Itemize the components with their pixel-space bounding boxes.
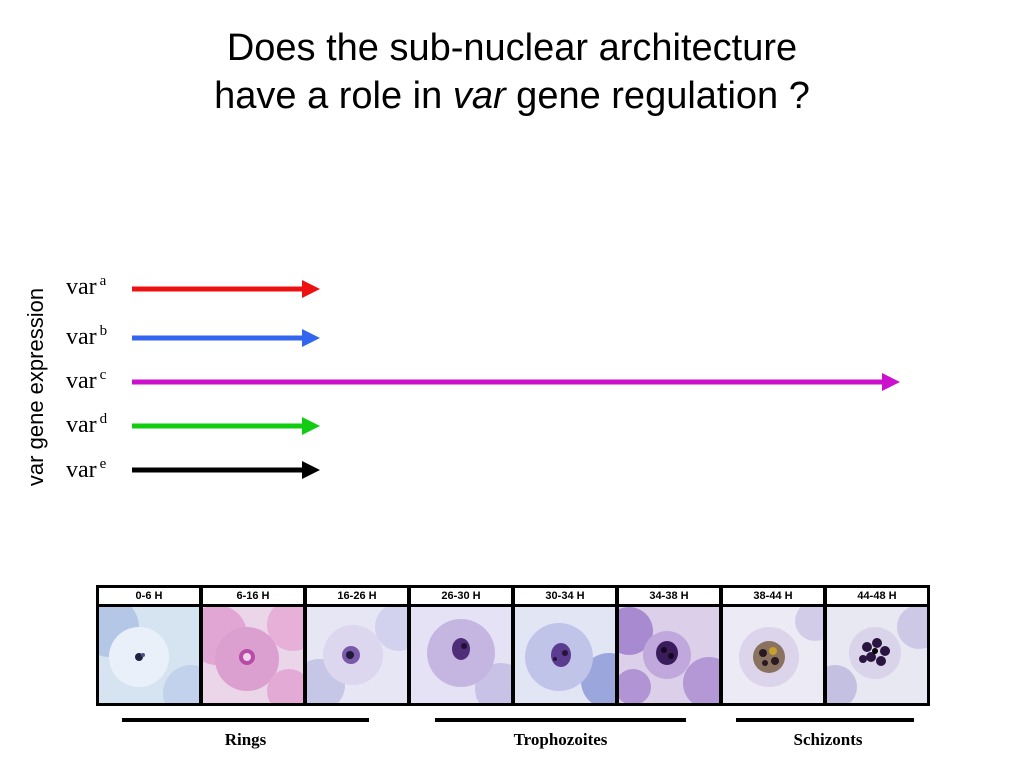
panel-26-30h-label: 26-30 H xyxy=(411,588,511,604)
var-label-d-sup: d xyxy=(99,411,108,427)
panel-6-16h: 6-16 H xyxy=(203,588,303,703)
panel-6-16h-label: 6-16 H xyxy=(203,588,303,604)
arrow-var-d-head xyxy=(302,417,320,435)
panel-26-30h: 26-30 H xyxy=(411,588,511,703)
panel-16-26h-label: 16-26 H xyxy=(307,588,407,604)
panel-38-44h: 38-44 H xyxy=(723,588,823,703)
micrograph-trophozoite-mid xyxy=(515,607,615,703)
arrow-var-e xyxy=(132,461,320,479)
panel-44-48h-label: 44-48 H xyxy=(827,588,927,604)
stage-bar-schizonts xyxy=(736,718,914,722)
arrow-var-e-head xyxy=(302,461,320,479)
var-label-d-name: var xyxy=(66,412,97,438)
stage-label-schizonts: Schizonts xyxy=(793,730,863,749)
arrow-var-d xyxy=(132,417,320,435)
panel-34-38h: 34-38 H xyxy=(619,588,719,703)
stage-label-trophozoites: Trophozoites xyxy=(513,730,608,749)
stage-bar-trophozoites xyxy=(435,718,686,722)
title-line-2-post: gene regulation ? xyxy=(505,75,810,117)
title-line-1: Does the sub-nuclear architecture xyxy=(226,27,798,69)
arrow-var-a-head xyxy=(302,280,320,298)
panel-16-26h: 16-26 H xyxy=(307,588,407,703)
title-line-2-pre: have a role in xyxy=(214,75,453,117)
arrow-var-c xyxy=(132,373,900,391)
micrograph-ring-early xyxy=(99,607,199,703)
panel-44-48h: 44-48 H xyxy=(827,588,927,703)
var-label-a-sup: a xyxy=(99,273,107,289)
title-line-2: have a role in var gene regulation ? xyxy=(0,72,1024,120)
var-label-b-sup: b xyxy=(99,323,108,339)
var-label-e-name: var xyxy=(66,457,97,483)
var-label-c-name: var xyxy=(66,368,97,394)
micrograph-ring-late xyxy=(307,607,407,703)
parasite-stage-micrographs: 0-6 H 6-16 H 16 xyxy=(96,585,930,706)
panel-0-6h-label: 0-6 H xyxy=(99,588,199,604)
micrograph-trophozoite-early xyxy=(411,607,511,703)
var-label-a-name: var xyxy=(66,274,97,300)
arrow-var-b xyxy=(132,329,320,347)
micrograph-trophozoite-late xyxy=(619,607,719,703)
var-label-e-sup: e xyxy=(99,456,107,472)
var-label-b-name: var xyxy=(66,324,97,350)
panel-0-6h: 0-6 H xyxy=(99,588,199,703)
micrograph-schizont-late xyxy=(827,607,927,703)
slide-title: Does the sub-nuclear architecture have a… xyxy=(0,24,1024,120)
arrow-var-a xyxy=(132,280,320,298)
panel-30-34h-label: 30-34 H xyxy=(515,588,615,604)
panel-30-34h: 30-34 H xyxy=(515,588,615,703)
stage-label-rings: Rings xyxy=(224,730,267,749)
arrow-var-c-head xyxy=(882,373,900,391)
title-line-2-italic: var xyxy=(452,75,506,117)
arrow-var-b-head xyxy=(302,329,320,347)
var-label-c-sup: c xyxy=(99,367,107,383)
micrograph-schizont-early xyxy=(723,607,823,703)
stage-bar-rings xyxy=(122,718,369,722)
panel-34-38h-label: 34-38 H xyxy=(619,588,719,604)
panel-38-44h-label: 38-44 H xyxy=(723,588,823,604)
micrograph-ring-mid xyxy=(203,607,303,703)
